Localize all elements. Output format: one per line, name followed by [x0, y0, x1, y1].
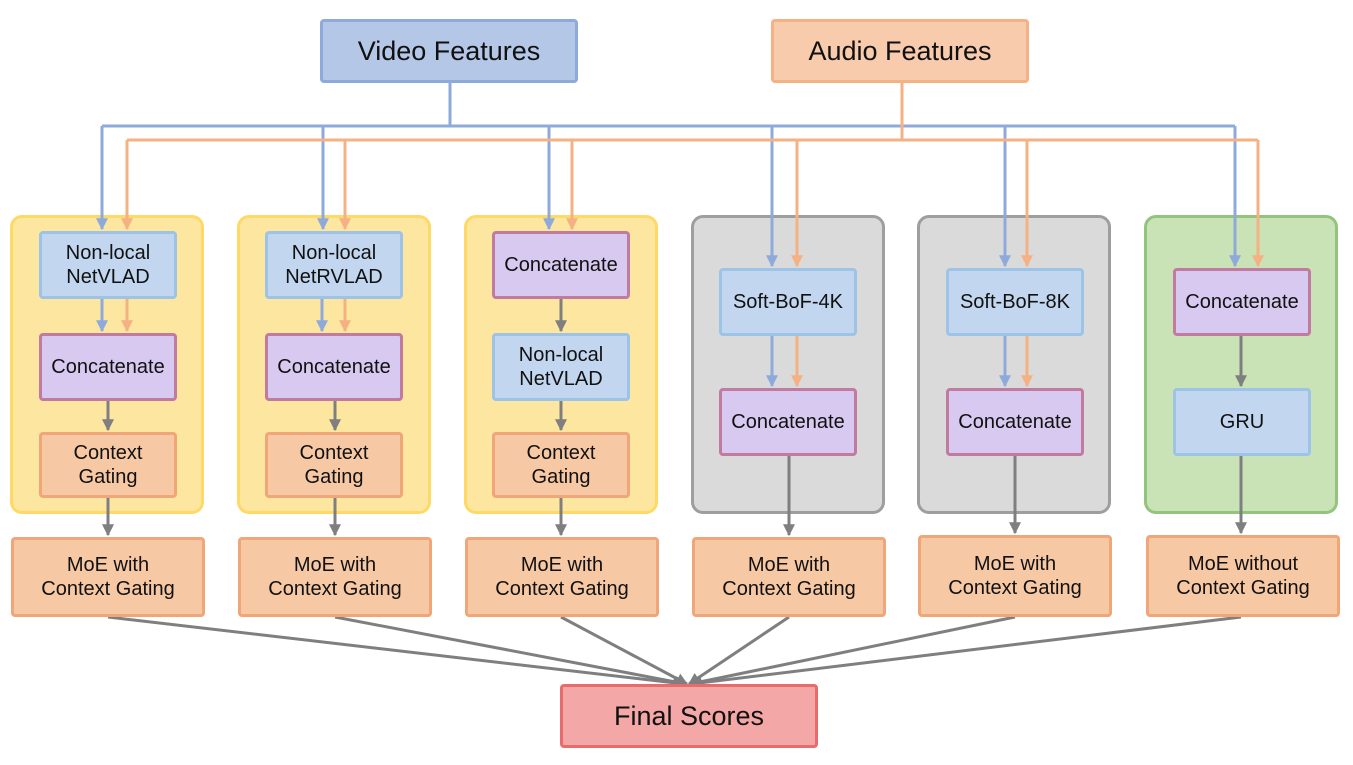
branch-2-step-2: Concatenate	[265, 333, 403, 401]
branch-5-step-1: Soft-BoF-8K	[946, 268, 1084, 336]
branch-1-moe: MoE with Context Gating	[11, 537, 205, 617]
branch-3-step-2: Non-local NetVLAD	[492, 333, 630, 401]
output-arrows	[107, 615, 1242, 689]
video-features-node: Video Features	[320, 19, 578, 83]
branch-2-step-3: Context Gating	[265, 432, 403, 498]
branch-4-moe: MoE with Context Gating	[692, 537, 886, 617]
branch-4-group	[691, 215, 885, 514]
branch-1-step-1: Non-local NetVLAD	[39, 231, 177, 299]
branch-4-step-1: Soft-BoF-4K	[719, 268, 857, 336]
branch-2-moe: MoE with Context Gating	[238, 537, 432, 617]
audio-features-node: Audio Features	[771, 19, 1029, 83]
branch-6-step-2: GRU	[1173, 388, 1311, 456]
branch-6-group	[1144, 215, 1338, 514]
branch-1-step-2: Concatenate	[39, 333, 177, 401]
branch-6-moe: MoE without Context Gating	[1146, 535, 1340, 617]
final-scores-node: Final Scores	[560, 684, 818, 748]
branch-3-moe: MoE with Context Gating	[465, 537, 659, 617]
branch-1-step-3: Context Gating	[39, 432, 177, 498]
branch-2-step-1: Non-local NetRVLAD	[265, 231, 403, 299]
branch-4-step-2: Concatenate	[719, 388, 857, 456]
branch-3-step-1: Concatenate	[492, 231, 630, 299]
branch-3-step-3: Context Gating	[492, 432, 630, 498]
branch-5-group	[917, 215, 1111, 514]
branch-6-step-1: Concatenate	[1173, 268, 1311, 336]
branch-5-moe: MoE with Context Gating	[918, 535, 1112, 617]
branch-5-step-2: Concatenate	[946, 388, 1084, 456]
